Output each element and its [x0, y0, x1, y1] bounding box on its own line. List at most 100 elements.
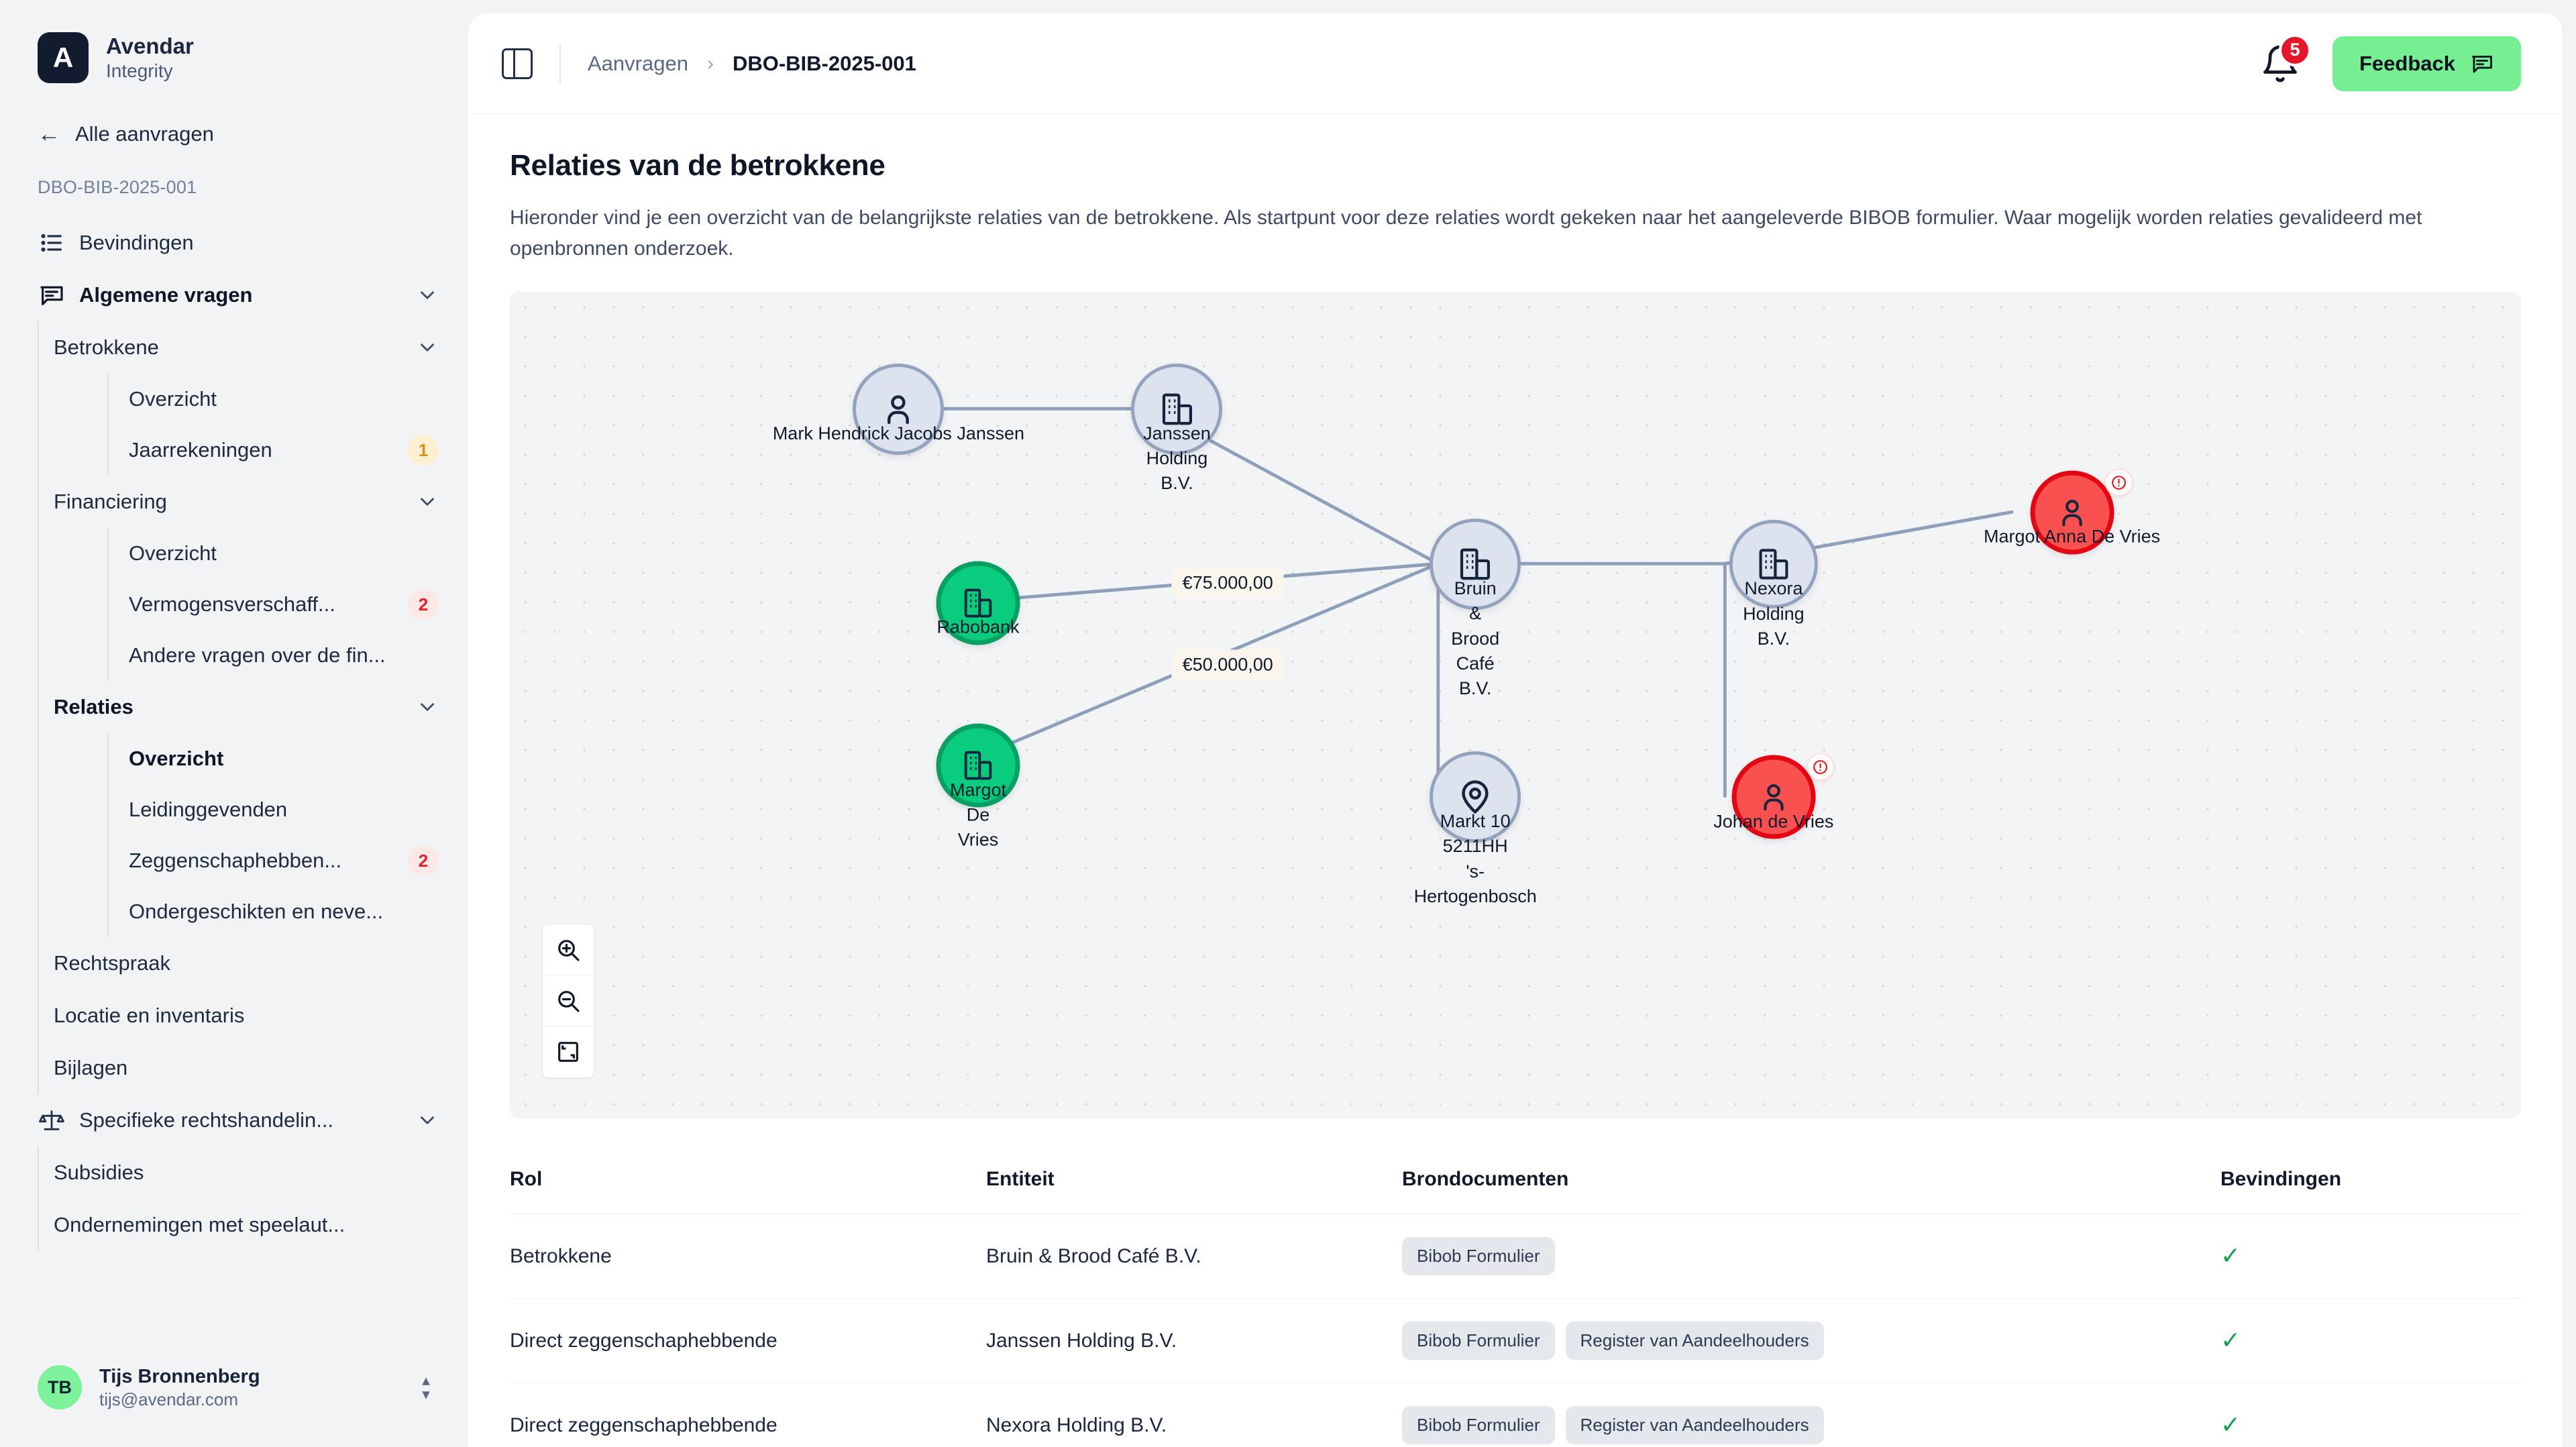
sidebar-item-andere-vragen-over-de-fin[interactable]: Andere vragen over de fin... — [129, 630, 468, 681]
graph-node-margotco[interactable]: Margot De Vries — [936, 723, 1020, 850]
user-profile[interactable]: TB Tijs Bronnenberg tijs@avendar.com ▴▾ — [0, 1346, 468, 1428]
table-column-header: Brondocumenten — [1402, 1149, 2220, 1215]
arrow-left-icon: ← — [38, 121, 60, 147]
table-column-header: Entiteit — [986, 1149, 1402, 1215]
sidebar-item-ondergeschikten-en-neve[interactable]: Ondergeschikten en neve... — [129, 886, 468, 937]
sidebar-item-label: Overzicht — [129, 387, 217, 411]
sidebar-item-label: Vermogensverschaff... — [129, 592, 335, 616]
sidebar-toggle-icon[interactable] — [502, 48, 533, 79]
sidebar-item-zeggenschaphebben[interactable]: Zeggenschaphebben...2 — [129, 835, 468, 886]
feedback-button[interactable]: Feedback — [2332, 36, 2521, 91]
brand[interactable]: A Avendar Integrity — [0, 0, 468, 83]
sidebar-item-label: Locatie en inventaris — [54, 1004, 245, 1027]
graph-node-label: Margot Anna De Vries — [1983, 526, 2161, 547]
sidebar-item-label: Ondernemingen met speelaut... — [54, 1213, 345, 1236]
sidebar-item-financiering[interactable]: Financiering — [54, 476, 468, 528]
check-icon: ✓ — [2220, 1410, 2241, 1438]
graph-zoom-controls[interactable] — [543, 924, 594, 1078]
graph-node-mark[interactable]: Mark Hendrick Jacobs Janssen — [773, 363, 1024, 455]
sidebar-item-betrokkene[interactable]: Betrokkene — [54, 321, 468, 374]
document-badge[interactable]: Register van Aandeelhouders — [1565, 1322, 1824, 1360]
breadcrumb-current: DBO-BIB-2025-001 — [732, 51, 916, 75]
page-description: Hieronder vind je een overzicht van de b… — [510, 207, 2422, 260]
graph-node-janssen[interactable]: Janssen Holding B.V. — [1131, 363, 1223, 493]
company-icon — [1455, 544, 1495, 584]
graph-node-label: Johan de Vries — [1713, 811, 1834, 832]
page-content: Relaties van de betrokkene Hieronder vin… — [468, 114, 2563, 1447]
person-icon — [1755, 779, 1792, 816]
sidebar-item-subsidies[interactable]: Subsidies — [54, 1146, 468, 1199]
cell-brondocumenten: Bibob Formulier Register van Aandeelhoude… — [1402, 1298, 2220, 1384]
scales-icon — [38, 1106, 66, 1134]
cell-brondocumenten: Bibob Formulier — [1402, 1214, 2220, 1299]
cell-entiteit: Janssen Holding B.V. — [986, 1298, 1402, 1384]
sidebar-item-locatie-en-inventaris[interactable]: Locatie en inventaris — [54, 989, 468, 1042]
graph-node-label: Janssen Holding B.V. — [1143, 423, 1211, 494]
sidebar-item-bijlagen[interactable]: Bijlagen — [54, 1042, 468, 1094]
cell-rol: Direct zeggenschaphebbende — [510, 1383, 986, 1447]
sidebar-item-overzicht[interactable]: Overzicht — [129, 374, 468, 425]
divider — [559, 44, 561, 83]
graph-node-rabobank[interactable]: Rabobank — [936, 561, 1020, 645]
list-icon — [38, 229, 66, 257]
sidebar-item-label: Betrokkene — [54, 335, 159, 359]
graph-node-margotp[interactable]: Margot Anna De Vries — [1984, 468, 2160, 555]
sidebar-item-relaties[interactable]: Relaties — [54, 681, 468, 733]
cell-rol: Betrokkene — [510, 1214, 986, 1299]
sidebar-item-specifieke-rechtshandelin[interactable]: Specifieke rechtshandelin... — [0, 1094, 468, 1146]
cell-bevindingen: ✓ — [2220, 1214, 2521, 1299]
notifications-button[interactable]: 5 — [2260, 34, 2311, 84]
graph-node-johan[interactable]: Johan de Vries — [1713, 753, 1835, 839]
sidebar-item-label: Financiering — [54, 490, 167, 513]
sidebar-item-vermogensverschaff[interactable]: Vermogensverschaff... 2 — [129, 579, 468, 630]
company-icon — [960, 747, 997, 784]
graph-node-markt[interactable]: Markt 10 5211HH 's- Hertogenbosch — [1414, 751, 1537, 906]
chevron-updown-icon[interactable]: ▴▾ — [422, 1371, 430, 1403]
comment-icon — [2472, 55, 2492, 72]
table-column-header: Bevindingen — [2220, 1149, 2521, 1215]
brand-logo-icon: A — [38, 32, 89, 83]
zoom-in-icon[interactable] — [543, 924, 594, 976]
sidebar-item-algemene-vragen[interactable]: Algemene vragen — [0, 269, 468, 321]
sidebar-item-leidinggevenden[interactable]: Leidinggevenden — [129, 784, 468, 835]
sidebar-item-bevindingen[interactable]: Bevindingen — [0, 217, 468, 269]
sidebar-item-overzicht[interactable]: Overzicht — [129, 733, 468, 784]
sidebar-item-label: Andere vragen over de fin... — [129, 643, 386, 667]
sidebar-item-ondernemingen-met-speelaut[interactable]: Ondernemingen met speelaut... — [54, 1199, 468, 1251]
sidebar-item-label: Zeggenschaphebben... — [129, 849, 342, 872]
document-badge[interactable]: Register van Aandeelhouders — [1565, 1406, 1824, 1445]
sidebar-item-badge: 2 — [408, 589, 439, 620]
sidebar-item-label: Relaties — [54, 695, 133, 718]
company-icon — [960, 584, 997, 621]
zoom-out-icon[interactable] — [543, 975, 594, 1027]
document-badge[interactable]: Bibob Formulier — [1402, 1237, 1555, 1276]
person-icon — [878, 389, 918, 429]
brand-name: Avendar — [106, 34, 194, 59]
main-area: Aanvragen › DBO-BIB-2025-001 5 Feedback — [468, 0, 2576, 1447]
graph-node-label: Nexora Holding B.V. — [1743, 578, 1805, 649]
graph-node-nexora[interactable]: Nexora Holding B.V. — [1729, 519, 1819, 649]
sidebar-item-rechtspraak[interactable]: Rechtspraak — [54, 937, 468, 989]
notification-count-badge: 5 — [2278, 34, 2311, 66]
breadcrumb-root[interactable]: Aanvragen — [588, 51, 688, 75]
document-badge[interactable]: Bibob Formulier — [1402, 1406, 1555, 1445]
content-card: Aanvragen › DBO-BIB-2025-001 5 Feedback — [468, 13, 2563, 1447]
back-to-all-requests[interactable]: ← Alle aanvragen — [0, 83, 468, 146]
graph-node-bruin[interactable]: Bruin & Brood Café B.V. — [1430, 519, 1521, 698]
graph-edge-label: €50.000,00 — [1171, 649, 1284, 680]
cell-entiteit: Bruin & Brood Café B.V. — [986, 1214, 1402, 1299]
topbar: Aanvragen › DBO-BIB-2025-001 5 Feedback — [468, 13, 2563, 114]
document-badge[interactable]: Bibob Formulier — [1402, 1322, 1555, 1360]
sidebar-item-label: Bijlagen — [54, 1056, 128, 1079]
sidebar-item-overzicht[interactable]: Overzicht — [129, 528, 468, 579]
sidebar-item-label: Subsidies — [54, 1161, 144, 1184]
fit-screen-icon[interactable] — [543, 1026, 594, 1077]
